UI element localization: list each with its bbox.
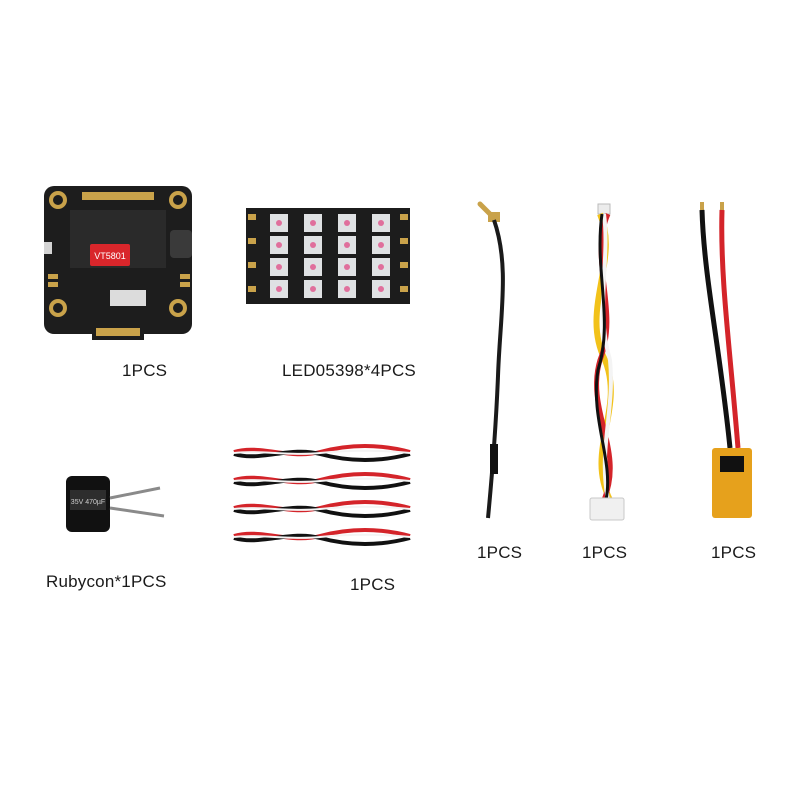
led-board-image — [246, 208, 410, 304]
svg-text:35V 470µF: 35V 470µF — [71, 499, 105, 506]
connector-cable-image — [580, 200, 640, 530]
motor-wires-label: 1PCS — [350, 575, 396, 594]
antenna-label: 1PCS — [477, 543, 523, 562]
antenna-image — [470, 196, 530, 526]
capacitor-image: 35V 470µF — [60, 470, 170, 540]
motor-wires-image — [230, 442, 414, 548]
power-lead-label: 1PCS — [711, 543, 757, 562]
capacitor-label: Rubycon*1PCS — [46, 572, 167, 591]
svg-text:VT5801: VT5801 — [94, 251, 126, 261]
connector-cable-label: 1PCS — [582, 543, 628, 562]
flight-controller-board-image: VT5801 — [40, 182, 200, 342]
fc-board-label: 1PCS — [122, 361, 168, 380]
led-board-label: LED05398*4PCS — [282, 361, 416, 380]
power-lead-image — [690, 198, 770, 528]
